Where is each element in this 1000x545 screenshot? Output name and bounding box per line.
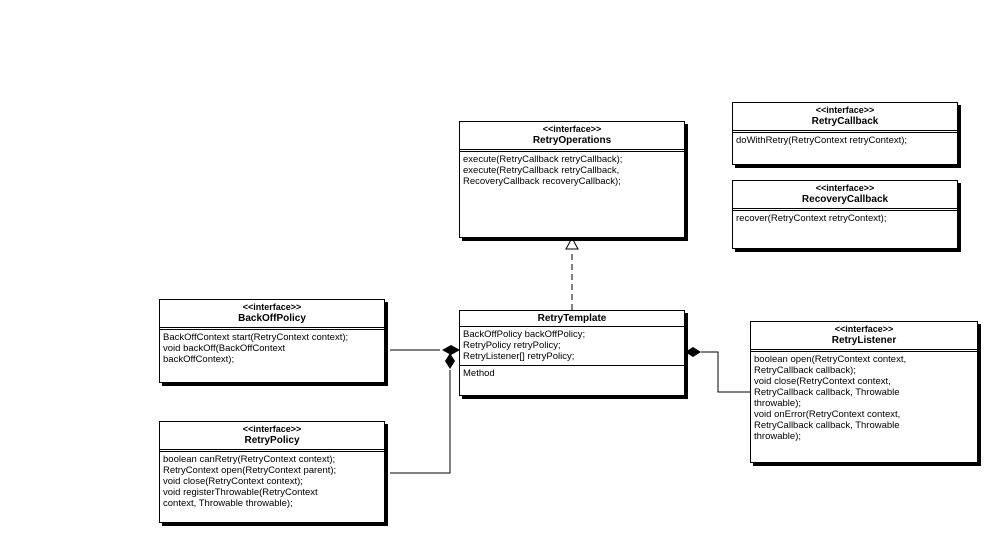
retry-operations-class: <<interface>> RetryOperations execute(Re… <box>459 121 685 238</box>
retry-policy-class: <<interface>> RetryPolicy boolean canRet… <box>159 421 385 523</box>
method-line: RetryContext open(RetryContext parent); <box>163 465 337 476</box>
method-line: void close(RetryContext context); <box>163 476 303 487</box>
class-name: RetryListener <box>831 335 897 346</box>
method-line: backOffContext); <box>163 354 235 365</box>
class-name: RetryOperations <box>532 135 612 146</box>
realization-arrowhead <box>565 236 579 250</box>
method-line: RetryCallback callback, Throwable <box>754 420 900 431</box>
class-header: <<interface>> RetryOperations <box>460 122 684 149</box>
method-line: RetryCallback callback); <box>754 365 856 376</box>
method-line: void onError(RetryContext context, <box>754 409 901 420</box>
method-line: RetryCallback callback, Throwable <box>754 387 900 398</box>
backoff-policy-class: <<interface>> BackOffPolicy BackOffConte… <box>159 299 385 383</box>
method-line: void backOff(BackOffContext <box>163 343 286 354</box>
stereotype-label: <<interface>> <box>242 424 302 434</box>
retrypolicy-composition-line <box>390 370 451 474</box>
methods-section: BackOffContext start(RetryContext contex… <box>160 327 384 368</box>
method-line: void close(RetryContext context, <box>754 376 891 387</box>
methods-section: doWithRetry(RetryContext retryContext); <box>733 130 957 149</box>
class-header: <<interface>> RetryCallback <box>733 103 957 130</box>
class-name: BackOffPolicy <box>238 313 306 324</box>
methods-section: Method <box>460 365 684 382</box>
method-line: boolean canRetry(RetryContext context); <box>163 454 336 465</box>
class-name: RetryCallback <box>811 116 879 127</box>
retry-template-class: RetryTemplate BackOffPolicy backOffPolic… <box>459 310 685 396</box>
backoff-composition-diamond <box>442 345 460 355</box>
methods-section: execute(RetryCallback retryCallback); ex… <box>460 149 684 190</box>
method-line: void registerThrowable(RetryContext <box>163 487 318 498</box>
recovery-callback-class: <<interface>> RecoveryCallback recover(R… <box>732 180 958 249</box>
stereotype-label: <<interface>> <box>542 124 602 134</box>
retry-listener-class: <<interface>> RetryListener boolean open… <box>750 321 978 463</box>
method-line: context, Throwable throwable); <box>163 498 293 509</box>
methods-section: boolean canRetry(RetryContext context); … <box>160 449 384 512</box>
attributes-section: BackOffPolicy backOffPolicy; RetryPolicy… <box>460 326 684 365</box>
method-line: boolean open(RetryContext context, <box>754 354 907 365</box>
method-line: recover(RetryContext retryContext); <box>736 213 887 224</box>
class-header: <<interface>> RetryListener <box>751 322 977 349</box>
attribute-line: BackOffPolicy backOffPolicy; <box>463 329 586 340</box>
method-line: execute(RetryCallback retryCallback); <box>463 154 623 165</box>
class-header: <<interface>> RetryPolicy <box>160 422 384 449</box>
class-name: RetryTemplate <box>537 313 607 324</box>
retrypolicy-composition-diamond <box>445 353 455 369</box>
stereotype-label: <<interface>> <box>242 302 302 312</box>
method-line: doWithRetry(RetryContext retryContext); <box>736 135 908 146</box>
method-line: throwable); <box>754 398 801 409</box>
methods-section: boolean open(RetryContext context, Retry… <box>751 349 977 445</box>
stereotype-label: <<interface>> <box>815 105 875 115</box>
method-line: execute(RetryCallback retryCallback, <box>463 165 620 176</box>
class-header: RetryTemplate <box>460 311 684 326</box>
listener-composition-line <box>701 351 752 393</box>
method-line: throwable); <box>754 431 801 442</box>
class-name: RecoveryCallback <box>801 194 889 205</box>
method-line: RecoveryCallback recoveryCallback); <box>463 176 621 187</box>
stereotype-label: <<interface>> <box>834 324 894 334</box>
class-name: RetryPolicy <box>244 435 300 446</box>
methods-section: recover(RetryContext retryContext); <box>733 208 957 227</box>
method-line: BackOffContext start(RetryContext contex… <box>163 332 349 343</box>
attribute-line: RetryListener[] retryPolicy; <box>463 351 575 362</box>
listener-composition-diamond <box>685 347 701 357</box>
class-header: <<interface>> RecoveryCallback <box>733 181 957 208</box>
attribute-line: RetryPolicy retryPolicy; <box>463 340 561 351</box>
method-line: Method <box>463 368 495 379</box>
class-header: <<interface>> BackOffPolicy <box>160 300 384 327</box>
retry-callback-class: <<interface>> RetryCallback doWithRetry(… <box>732 102 958 165</box>
stereotype-label: <<interface>> <box>815 183 875 193</box>
